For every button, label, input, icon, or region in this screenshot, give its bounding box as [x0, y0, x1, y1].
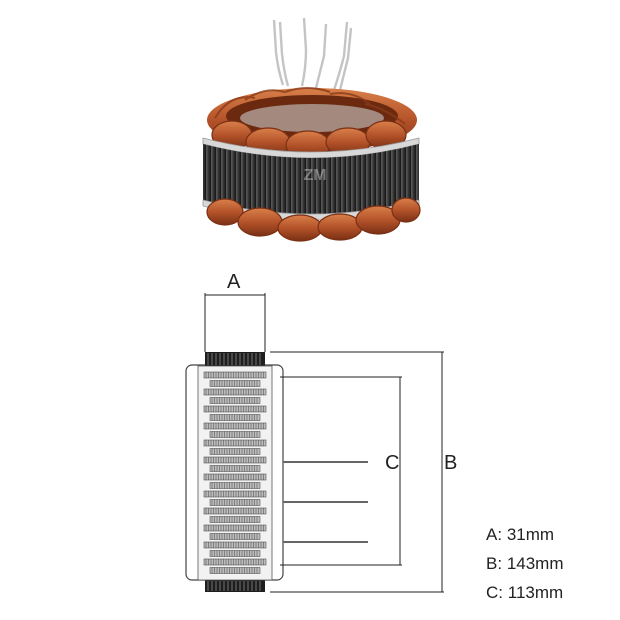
- dimension-label-c: C: [385, 452, 400, 474]
- core-slot: [209, 550, 261, 557]
- core-slot: [203, 439, 267, 447]
- core-slot: [209, 516, 261, 523]
- spec-key: C: [486, 583, 499, 602]
- core-slot: [203, 456, 267, 464]
- core-slot: [203, 541, 267, 549]
- spec-value: 31mm: [506, 525, 555, 544]
- spec-row-b: B: 143mm: [486, 549, 564, 578]
- watermark-logo: ZM: [303, 167, 326, 184]
- core-slot: [203, 490, 267, 498]
- spec-list: A: 31mm B: 143mm C: 113mm: [486, 520, 564, 607]
- core-slot: [209, 482, 261, 489]
- dimension-drawing: [185, 293, 444, 593]
- spec-value: 113mm: [507, 583, 564, 602]
- dimension-b: [270, 351, 444, 593]
- core-slot: [209, 448, 261, 455]
- core-slot: [209, 380, 261, 387]
- spec-key: B: [486, 554, 498, 573]
- dimension-a: [204, 293, 266, 352]
- core-slot: [203, 524, 267, 532]
- core-slot: [203, 507, 267, 515]
- core-slot: [209, 465, 261, 472]
- spec-separator: :: [498, 583, 504, 602]
- core-slot: [209, 431, 261, 438]
- core-slot: [203, 388, 267, 396]
- spec-value: 143mm: [506, 554, 564, 573]
- lead-wires: [272, 17, 353, 91]
- core-slots: [203, 371, 267, 574]
- spec-row-a: A: 31mm: [486, 520, 564, 549]
- alternator-stator-icon: ZM: [202, 17, 421, 242]
- dimension-label-b: B: [444, 452, 458, 474]
- dimension-label-a: A: [227, 271, 241, 293]
- core-slot: [203, 405, 267, 413]
- spec-separator: :: [497, 554, 503, 573]
- core-slot: [209, 414, 261, 421]
- core-slot: [209, 397, 261, 404]
- core-slot: [203, 422, 267, 430]
- spec-row-c: C: 113mm: [486, 578, 564, 607]
- spec-key: A: [486, 525, 498, 544]
- core-slot: [203, 558, 267, 566]
- core-slot: [209, 533, 261, 540]
- spec-separator: :: [497, 525, 503, 544]
- core-slot: [209, 567, 261, 574]
- core-slot: [203, 473, 267, 481]
- dimension-c: [280, 376, 402, 566]
- core-slot: [203, 371, 267, 379]
- core-slot: [209, 499, 261, 506]
- lead-wire-lines: [283, 461, 368, 543]
